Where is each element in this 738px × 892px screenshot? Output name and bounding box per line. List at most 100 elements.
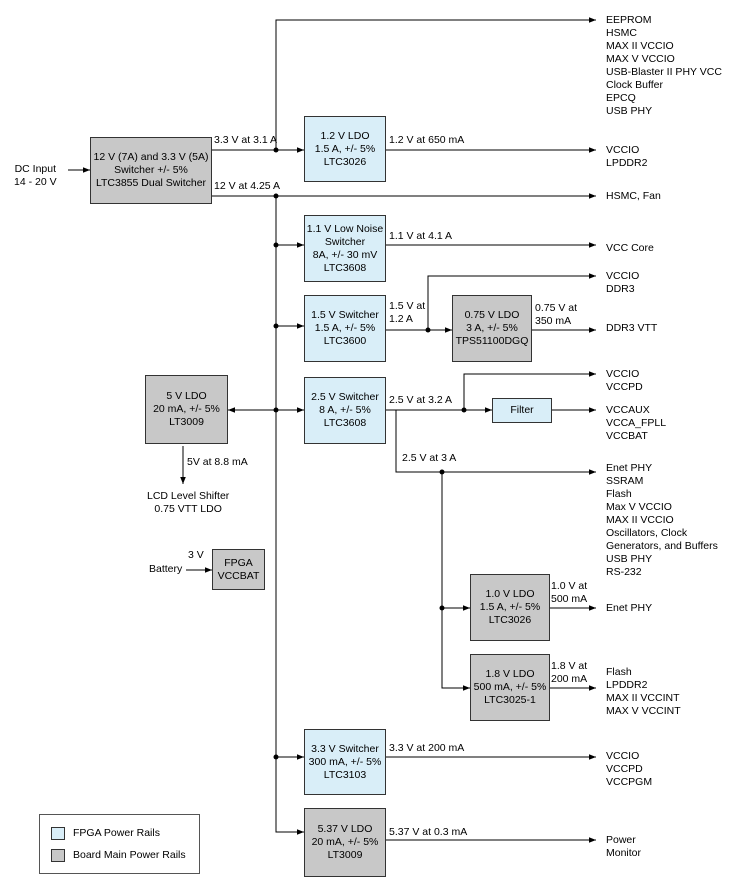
switcher-1v5-box-line: LTC3600 <box>323 335 367 347</box>
label-1v0-500ma-line: 1.0 V at <box>551 580 588 592</box>
label-1v5-1-2a-line: 1.5 V at <box>389 300 426 312</box>
switcher-1v1-box-line: LTC3608 <box>323 261 367 274</box>
switcher-1v1-box-line: Switcher <box>324 235 366 248</box>
outputs-filter-list-line: VCCAUX <box>606 404 650 416</box>
main-dual-switcher-box-line: 12 V (7A) and 3.3 V (5A) <box>93 151 209 163</box>
switcher-3v3-box-line: 300 mA, +/- 5% <box>308 755 382 768</box>
label-2v5-3-2a: 2.5 V at 3.2 A <box>389 394 452 407</box>
outputs-12v-list: HSMC, Fan <box>606 190 661 203</box>
outputs-1v2-list-line: LPDDR2 <box>606 157 648 169</box>
switcher-2v5-box-line: 8 A, +/- 5% <box>319 404 371 416</box>
legend-board-swatch <box>51 849 65 862</box>
label-1v1-4-1a-line: 1.1 V at 4.1 A <box>389 230 453 242</box>
outputs-5v37-list-line: Monitor <box>606 847 642 859</box>
outputs-1v8-list-line: MAX V VCCINT <box>606 705 681 717</box>
outputs-2v5-b-list-line: SSRAM <box>606 475 644 487</box>
switcher-2v5-box-line: LTC3608 <box>323 417 367 429</box>
label-5v-8-8ma-line: 5V at 8.8 mA <box>187 456 248 468</box>
junction-dot <box>439 469 445 475</box>
label-battery-3v-line: 3 V <box>188 549 204 561</box>
switcher-3v3-box-line: 3.3 V Switcher <box>311 742 379 755</box>
label-1v5-1-2a-line: 1.2 A <box>389 313 413 325</box>
switcher-2v5-box-line: 2.5 V Switcher <box>311 391 379 403</box>
main-dual-switcher-box-line: Switcher +/- 5% <box>114 164 188 176</box>
label-5v37-0-3ma: 5.37 V at 0.3 mA <box>389 826 467 839</box>
label-battery-line: Battery <box>149 563 183 575</box>
outputs-1v0-list-line: Enet PHY <box>606 602 653 614</box>
outputs-top-list-line: Clock Buffer <box>606 79 663 91</box>
label-12v-4-25a: 12 V at 4.25 A <box>214 180 280 193</box>
label-3v3-200ma: 3.3 V at 200 mA <box>389 742 464 755</box>
outputs-3v3-list-line: VCCPD <box>606 763 643 775</box>
label-3v3-200ma-line: 3.3 V at 200 mA <box>389 742 465 754</box>
ldo-1v2-box-line: LTC3026 <box>323 155 367 168</box>
outputs-top-list-line: HSMC <box>606 27 637 39</box>
ldo-5v37-box-line: 20 mA, +/- 5% <box>311 836 379 848</box>
ldo-0v75-box-line: 3 A, +/- 5% <box>466 322 518 334</box>
label-battery: Battery <box>149 563 182 576</box>
label-5v37-0-3ma-line: 5.37 V at 0.3 mA <box>389 826 468 838</box>
main-dual-switcher-box: 12 V (7A) and 3.3 V (5A)Switcher +/- 5%L… <box>90 137 212 204</box>
label-1v8-200ma-line: 1.8 V at <box>551 660 588 672</box>
ldo-1v8-box-line: LTC3025-1 <box>484 694 536 706</box>
junction-dot <box>425 327 431 333</box>
outputs-top-list-line: USB-Blaster II PHY VCC <box>606 66 722 78</box>
switcher-1v5-box-line: 1.5 A, +/- 5% <box>314 322 376 334</box>
label-1v1-4-1a: 1.1 V at 4.1 A <box>389 230 452 243</box>
outputs-2v5-b-list-line: Flash <box>606 488 632 500</box>
fpga-vccbat-box-line: VCCBAT <box>217 569 260 582</box>
ldo-1v8-box-line: 1.8 V LDO <box>485 668 535 680</box>
dc-input-label-line: DC Input <box>14 163 57 175</box>
label-1v8-200ma-line: 200 mA <box>551 673 588 685</box>
outputs-5v37-list-line: Power <box>606 834 636 846</box>
outputs-lcd-list-line: 0.75 VTT LDO <box>154 503 222 515</box>
ldo-5v-box-line: 5 V LDO <box>166 390 207 402</box>
outputs-3v3-list-line: VCCPGM <box>606 776 653 788</box>
outputs-1v8-list-line: Flash <box>606 666 632 678</box>
ldo-1v2-box-line: 1.2 V LDO <box>320 129 370 142</box>
rail-3v3-top-arrow <box>275 17 596 150</box>
out-1v5-arrow <box>427 273 596 330</box>
dc-input-label-line: 14 - 20 V <box>14 176 57 188</box>
out-2v5-b-arrow <box>395 410 596 475</box>
outputs-2v5-b-list-line: Max V VCCIO <box>606 501 672 513</box>
label-2v5-3-2a-line: 2.5 V at 3.2 A <box>389 394 453 406</box>
outputs-2v5-b-list-line: USB PHY <box>606 553 653 565</box>
switcher-1v1-box-line: 1.1 V Low Noise <box>306 222 384 235</box>
label-1v2-650ma-line: 1.2 V at 650 mA <box>389 134 465 146</box>
outputs-top-list-line: MAX V VCCIO <box>606 53 675 65</box>
outputs-2v5-b-list-line: MAX II VCCIO <box>606 514 674 526</box>
outputs-filter-list-line: VCCBAT <box>606 430 648 442</box>
switcher-3v3-box-line: LTC3103 <box>323 768 367 781</box>
label-3v3-3-1a-line: 3.3 V at 3.1 A <box>214 134 278 146</box>
junction-dot <box>273 193 279 199</box>
outputs-2v5-a-list-line: VCCIO <box>606 368 640 380</box>
label-12v-4-25a-line: 12 V at 4.25 A <box>214 180 280 192</box>
switcher-1v1-box-line: 8A, +/- 30 mV <box>312 248 378 261</box>
outputs-2v5-b-list-line: RS-232 <box>606 566 642 578</box>
ldo-0v75-box-line: 0.75 V LDO <box>464 309 520 321</box>
filter-box-line: Filter <box>510 404 534 416</box>
outputs-3v3-list-line: VCCIO <box>606 750 640 762</box>
